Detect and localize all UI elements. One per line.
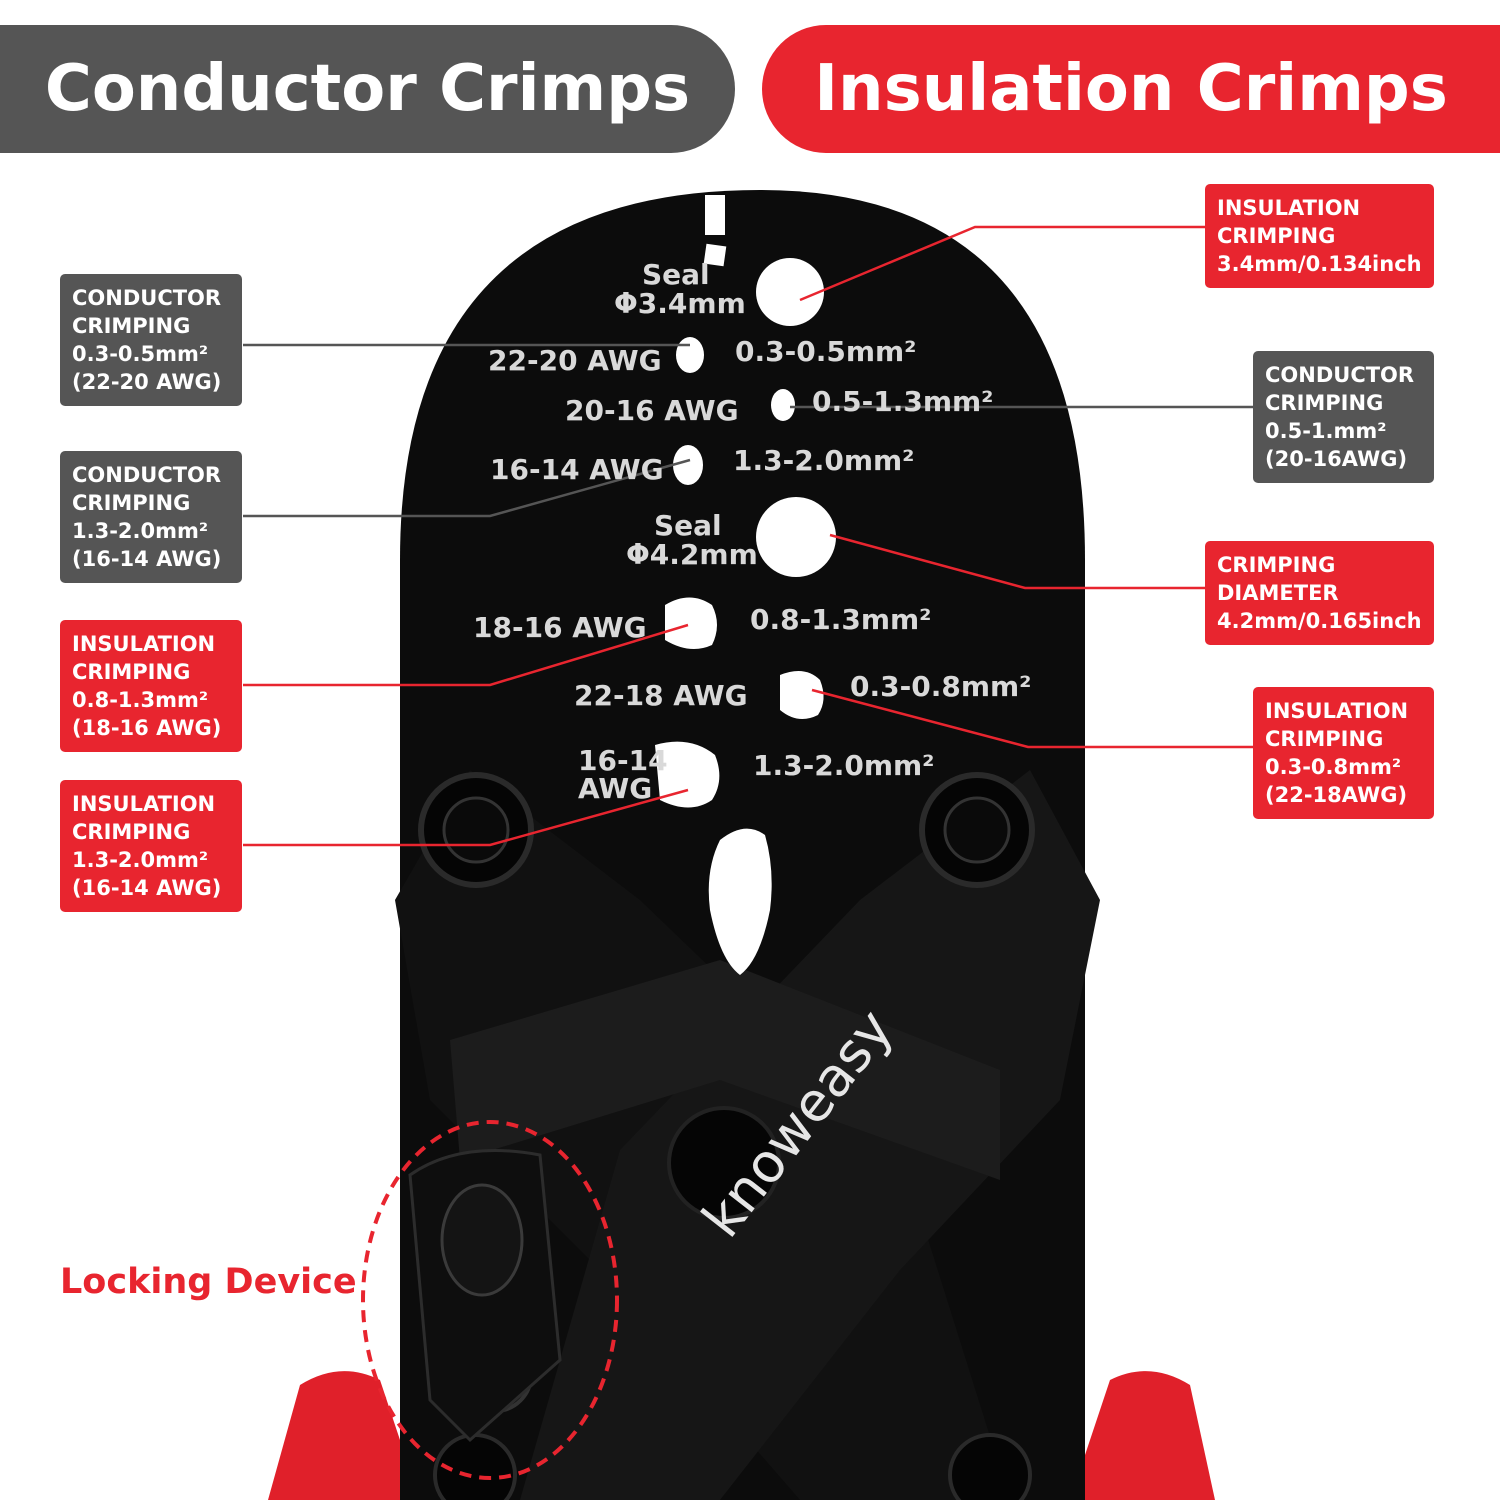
mm-13-20-label-b: 1.3-2.0mm² bbox=[753, 749, 935, 782]
awg-20-16-label: 20-16 AWG bbox=[565, 394, 739, 427]
awg-16-14b-label-b: AWG bbox=[578, 772, 653, 805]
leader-lines bbox=[243, 225, 1253, 847]
mm-05-13-label: 0.5-1.3mm² bbox=[812, 385, 994, 418]
mm-08-13-label: 0.8-1.3mm² bbox=[750, 603, 932, 636]
seal-diameter-2: Φ4.2mm bbox=[626, 538, 758, 571]
leader-right-1 bbox=[799, 225, 1205, 302]
insulation-crimps-header: Insulation Crimps bbox=[762, 25, 1500, 153]
leader-left-2 bbox=[243, 458, 691, 518]
left-grip bbox=[268, 1371, 420, 1500]
leader-left-4 bbox=[243, 788, 689, 847]
locking-device-highlight bbox=[361, 1120, 619, 1480]
seal-label-2: Seal bbox=[654, 509, 722, 542]
awg-16-14b-label-a: 16-14 bbox=[578, 744, 668, 777]
mm-03-05-label: 0.3-0.5mm² bbox=[735, 335, 917, 368]
awg-16-14-label: 16-14 AWG bbox=[490, 453, 664, 486]
seal-label-1: Seal bbox=[642, 258, 710, 291]
mm-13-20-label-a: 1.3-2.0mm² bbox=[733, 444, 915, 477]
leader-right-3 bbox=[829, 533, 1205, 590]
leader-right-4 bbox=[811, 688, 1253, 749]
awg-22-20-label: 22-20 AWG bbox=[488, 344, 662, 377]
right-grip bbox=[1070, 1371, 1215, 1500]
awg-22-18-label: 22-18 AWG bbox=[574, 679, 748, 712]
awg-18-16-label: 18-16 AWG bbox=[473, 611, 647, 644]
right-handle bbox=[520, 770, 1100, 1500]
leader-left-3 bbox=[243, 623, 689, 687]
die-cavities bbox=[655, 195, 836, 975]
seal-diameter-1: Φ3.4mm bbox=[614, 287, 746, 320]
locking-knob bbox=[440, 1183, 524, 1297]
handle-bevel bbox=[450, 960, 1000, 1180]
locking-device-label: Locking Device bbox=[60, 1262, 357, 1302]
pivot-bolts bbox=[418, 772, 1035, 1500]
conductor-crimps-header: Conductor Crimps bbox=[0, 25, 735, 153]
mm-03-08-label: 0.3-0.8mm² bbox=[850, 670, 1032, 703]
